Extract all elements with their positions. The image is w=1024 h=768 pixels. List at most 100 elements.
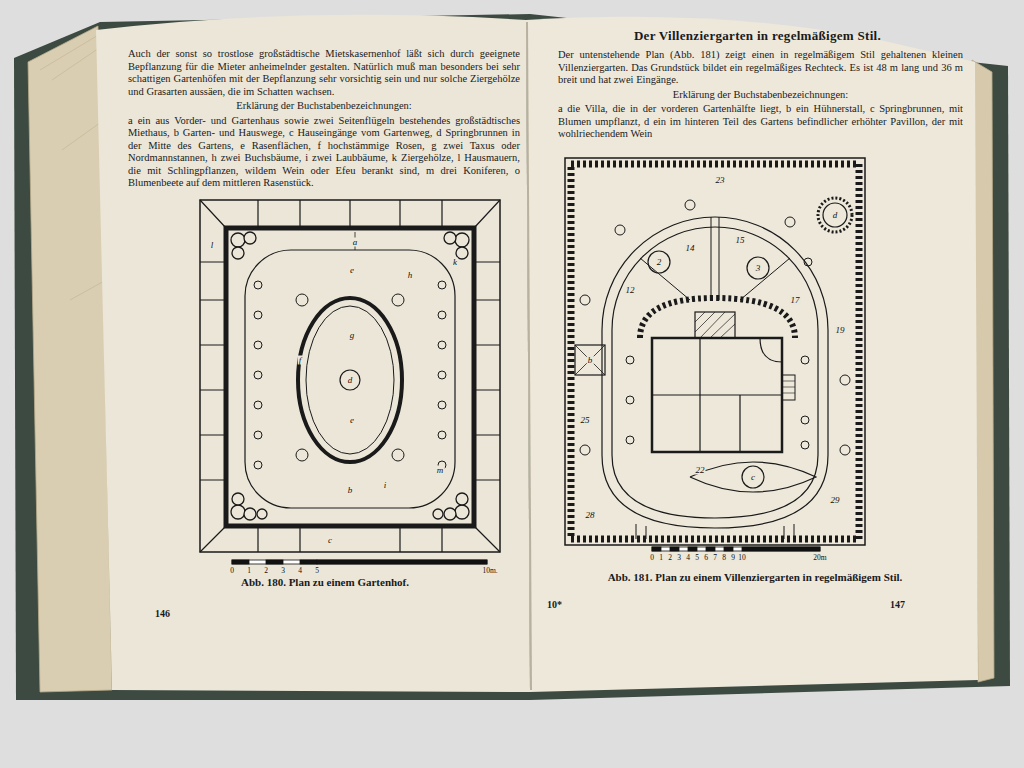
- scale-number: 20m: [812, 554, 827, 562]
- plan-letter: 14: [685, 244, 696, 253]
- garden-court-plan-part: [298, 298, 402, 462]
- scale-bar-part: [724, 547, 733, 551]
- scale-number: 5: [314, 567, 320, 575]
- garden-court-plan-part-part: [438, 401, 446, 409]
- villa-garden-plan-part-part: [801, 416, 809, 424]
- villa-garden-plan-part: [782, 375, 795, 400]
- book-page: Der Villenziergarten in regelmäßigem Sti…: [525, 15, 980, 695]
- garden-court-plan: [200, 200, 500, 552]
- villa-garden-plan-part: [695, 312, 735, 338]
- scale-number: 2: [263, 567, 269, 575]
- book-page-left: [96, 15, 530, 692]
- villa-garden-plan-part-part: [840, 375, 850, 385]
- villa-garden-plan-part: [565, 158, 865, 545]
- scale-bar-part: [232, 560, 249, 564]
- garden-court-plan-part-part: [254, 431, 262, 439]
- villa-garden-plan-part-part: [840, 445, 850, 455]
- villa-garden-plan-part-part: [626, 356, 634, 364]
- villa-garden-plan-part-part: [626, 436, 634, 444]
- garden-court-plan-part: [340, 370, 360, 390]
- garden-court-plan-part-part: [392, 294, 404, 306]
- scale-number: 5: [694, 554, 700, 562]
- scale-bar: [232, 560, 487, 564]
- villa-garden-plan-part: [602, 217, 828, 330]
- villa-garden-plan-part: [602, 330, 828, 455]
- scale-bar-part: [652, 547, 820, 551]
- villa-garden-plan-part: [742, 466, 764, 488]
- plan-letter: f: [298, 356, 303, 365]
- legend-heading: Erklärung der Buchstabenbezeichnungen:: [128, 100, 520, 113]
- villa-garden-plan-part: [690, 462, 816, 492]
- villa-garden-plan-part: [782, 381, 795, 393]
- section-title: Der Villenziergarten in regelmäßigem Sti…: [555, 28, 960, 43]
- book-page-right-part: [526, 17, 978, 692]
- scale-bar-part: [670, 547, 679, 551]
- scale-number: 3: [676, 554, 682, 562]
- villa-garden-plan-part: [636, 524, 794, 539]
- villa-garden-plan-part-part: [580, 295, 590, 305]
- page-number: 147: [890, 599, 930, 611]
- scale-number: 4: [685, 554, 691, 562]
- garden-court-plan-part-part: [456, 247, 468, 259]
- scale-number: 8: [721, 554, 727, 562]
- villa-garden-plan-part-part: [685, 200, 695, 210]
- villa-garden-plan-part: [695, 312, 735, 338]
- villa-garden-plan-part-part: [785, 217, 795, 227]
- plan-letter: d: [347, 376, 354, 385]
- garden-court-plan-part: [226, 228, 474, 526]
- plan-letter: a: [352, 238, 359, 247]
- scale-number: 1: [658, 554, 664, 562]
- garden-court-plan-part-part: [244, 508, 256, 520]
- garden-court-plan-part-part: [433, 509, 443, 519]
- plan-letter: 19: [835, 326, 846, 335]
- villa-garden-plan-part: [652, 338, 782, 452]
- villa-garden-plan-part-part: [801, 356, 809, 364]
- plan-letter: 22: [695, 466, 706, 475]
- plan-letter: 23: [715, 176, 726, 185]
- plan-letter: k: [452, 258, 458, 267]
- garden-court-plan-part: [245, 250, 455, 508]
- plan-letter: e: [349, 266, 355, 275]
- garden-court-plan-part-part: [438, 371, 446, 379]
- body-text: Der untenstehende Plan (Abb. 181) zeigt …: [558, 49, 963, 87]
- garden-court-plan-part-part: [254, 311, 262, 319]
- villa-garden-plan-part-part: [801, 441, 809, 449]
- villa-garden-plan-part: [823, 203, 847, 227]
- garden-court-plan-part-part: [296, 449, 308, 461]
- plan-letter: h: [407, 271, 414, 280]
- garden-court-plan-part-part: [438, 341, 446, 349]
- signature-mark: 10*: [547, 599, 587, 611]
- garden-court-plan-part: [231, 232, 469, 520]
- garden-court-plan-part-part: [231, 505, 245, 519]
- garden-court-plan-part-part: [244, 232, 256, 244]
- garden-court-plan-part-part: [254, 461, 262, 469]
- plan-letter: e: [349, 416, 355, 425]
- garden-court-plan-part-part: [456, 493, 468, 505]
- garden-court-plan-part: [200, 200, 500, 552]
- scale-bar-part: [688, 547, 697, 551]
- plan-letter: b: [587, 356, 594, 365]
- scale-number: 0: [229, 567, 235, 575]
- villa-garden-plan-part: [818, 198, 852, 232]
- villa-garden-plan-part: [575, 345, 605, 375]
- villa-garden-plan-part: [640, 217, 790, 300]
- figure-caption: Abb. 180. Plan zu einem Gartenhof.: [125, 576, 525, 589]
- plan-letter: g: [349, 331, 356, 340]
- book-page-right-part: [527, 22, 531, 690]
- book-cover-part: [14, 14, 1010, 700]
- garden-court-plan-part-part: [232, 493, 244, 505]
- scale-number: 4: [297, 567, 303, 575]
- page-stack-part: [40, 34, 106, 300]
- villa-garden-plan-part: [648, 251, 670, 273]
- plan-letter: 15: [735, 236, 746, 245]
- plan-letter: 25: [580, 416, 591, 425]
- garden-court-plan-part-part: [438, 431, 446, 439]
- legend-text: a die Villa, die in der vorderen Gartenh…: [558, 103, 963, 141]
- scale-number: 2: [667, 554, 673, 562]
- garden-court-plan-part-part: [254, 281, 262, 289]
- plan-letter: d: [832, 211, 839, 220]
- garden-court-plan-part-part: [455, 233, 469, 247]
- garden-court-plan-part-part: [444, 232, 456, 244]
- scale-bar-part: [266, 560, 283, 564]
